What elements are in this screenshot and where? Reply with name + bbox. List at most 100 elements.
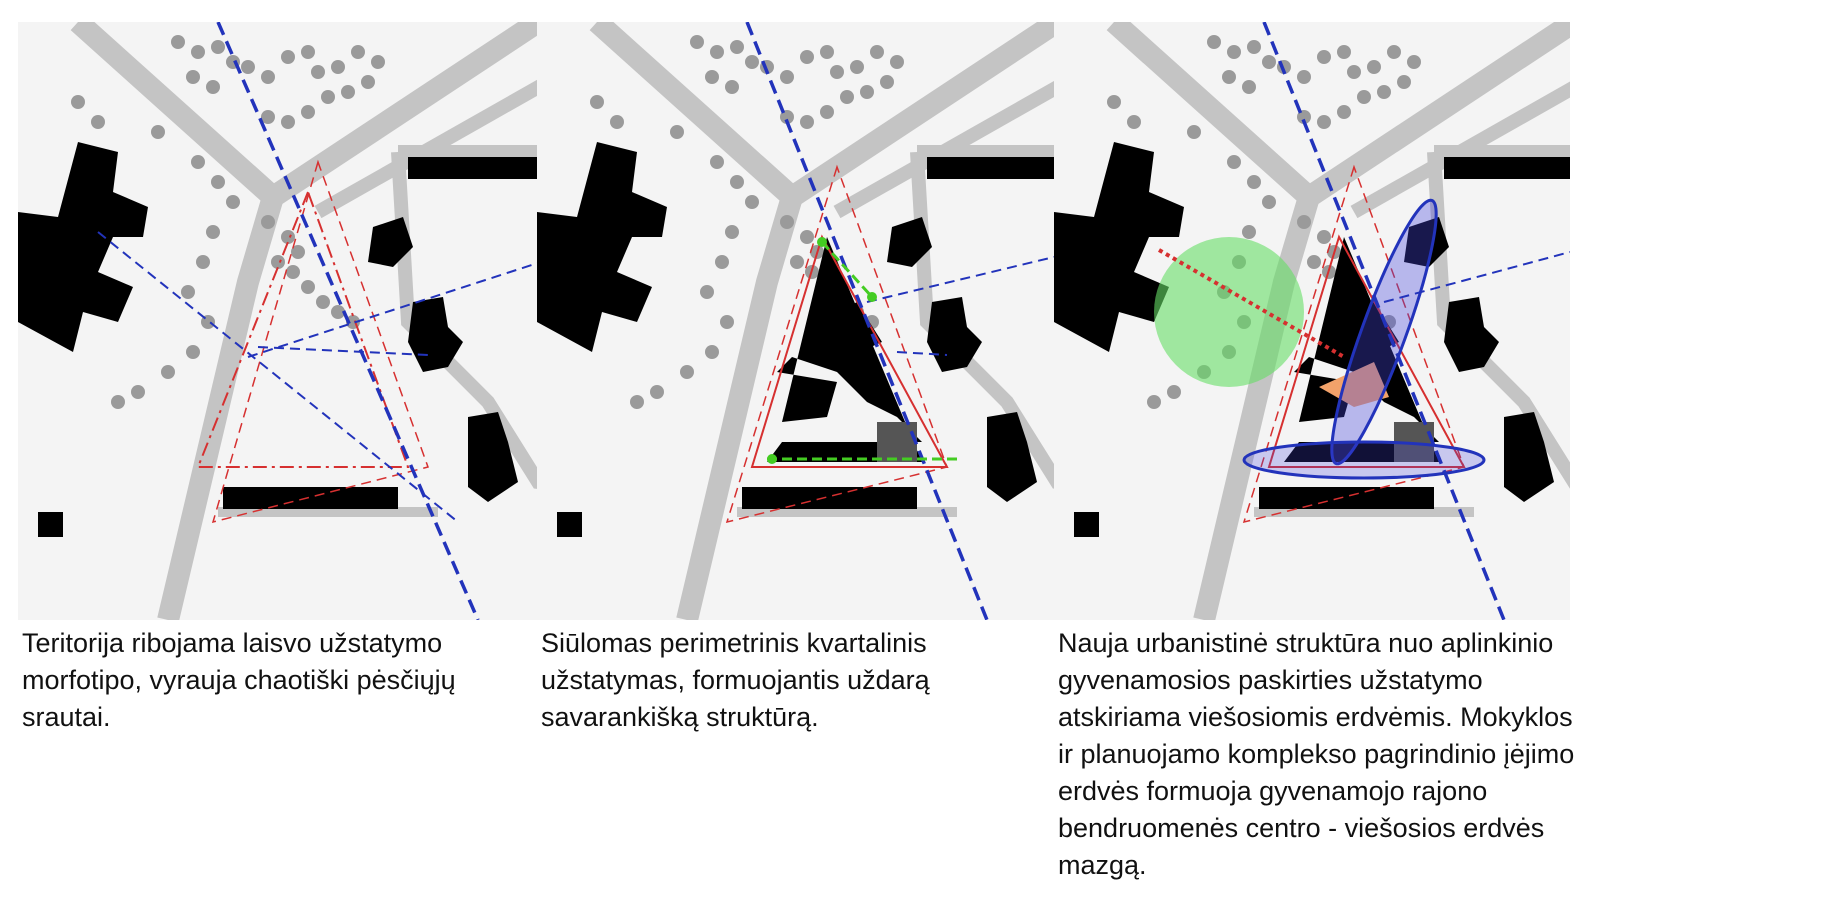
existing-block-b [1444,297,1499,372]
tree [71,95,85,109]
tree [206,225,220,239]
road-main [589,22,805,620]
existing-slab-south [223,487,398,509]
tree [880,75,894,89]
tree [1227,45,1241,59]
tree [800,50,814,64]
existing-block-c [468,412,518,502]
entrance-space-orange [1319,362,1389,407]
tree [351,45,365,59]
tree [590,95,604,109]
caption-perimeter: Siūlomas perimetrinis kvartalinis užstat… [541,628,930,732]
tree [705,70,719,84]
tree [241,60,255,74]
tree [1247,175,1261,189]
tree [171,35,185,49]
existing-block-a [887,217,932,267]
existing-small-building [38,512,63,537]
tree [1317,50,1331,64]
tree [301,280,315,294]
tree [331,305,345,319]
tree [1227,155,1241,169]
road-main [70,22,286,620]
existing-school-building [18,142,148,352]
site-plan-existing [18,22,618,620]
tree [850,60,864,74]
road-north [266,22,545,207]
tree [291,245,305,259]
tree [206,80,220,94]
tree [890,55,904,69]
tree [91,115,105,129]
tree [226,195,240,209]
base-map [537,22,1137,620]
tree [870,45,884,59]
tree [186,345,200,359]
tree [1242,80,1256,94]
existing-small-building [1074,512,1099,537]
tree [1297,110,1311,124]
tree [710,155,724,169]
tree [271,255,285,269]
existing-block-b [408,297,463,372]
green-paths [767,237,957,464]
existing-school-building [537,142,667,352]
tree [371,55,385,69]
tree [211,175,225,189]
tree [321,90,335,104]
existing-school-building [1054,142,1184,352]
tree [705,345,719,359]
existing-slab-south [1259,487,1434,509]
site-plan-svg [18,22,618,620]
tree [690,35,704,49]
tree [1347,65,1361,79]
caption-existing: Teritorija ribojama laisvo užstatymo mor… [22,628,456,732]
tree [1367,60,1381,74]
tree [286,265,300,279]
tree [1337,105,1351,119]
tree [1187,125,1201,139]
panel-existing: Teritorija ribojama laisvo užstatymo mor… [18,0,618,900]
tree [680,365,694,379]
pedestrian-axes [1157,22,1570,620]
tree [780,215,794,229]
tree [1397,75,1411,89]
tree [261,70,275,84]
tree [311,65,325,79]
tree [181,285,195,299]
tree [1262,195,1276,209]
existing-slab-north [1444,157,1570,179]
tree [331,60,345,74]
tree [720,315,734,329]
base-map [1054,22,1570,620]
tree [111,395,125,409]
tree [131,385,145,399]
existing-block-a [1404,217,1449,267]
tree [211,40,225,54]
tree [1317,115,1331,129]
existing-block-a [368,217,413,267]
tree [745,195,759,209]
flow-ellipses [1242,198,1486,480]
tree [1147,395,1161,409]
tree [1247,40,1261,54]
site-boundary [196,159,429,524]
tree [301,105,315,119]
tree [800,230,814,244]
tree [261,110,275,124]
tree [730,40,744,54]
tree [700,285,714,299]
tree [1167,385,1181,399]
site-plan-svg [537,22,1137,620]
tree [281,50,295,64]
tree [341,85,355,99]
tree [161,365,175,379]
tree [151,125,165,139]
existing-block-c [1504,412,1554,502]
tree [610,115,624,129]
tree [725,225,739,239]
tree [191,155,205,169]
tree [1407,55,1421,69]
tree [186,70,200,84]
tree [1317,230,1331,244]
